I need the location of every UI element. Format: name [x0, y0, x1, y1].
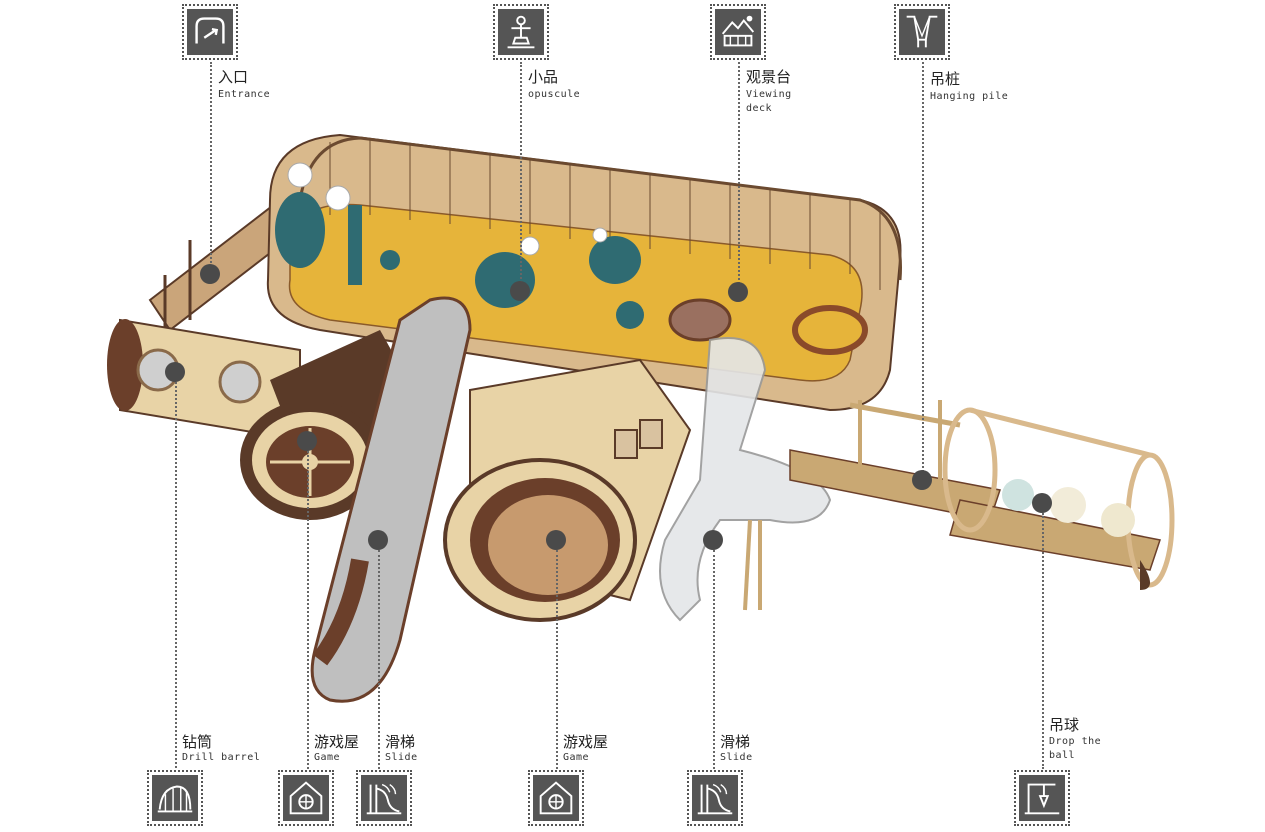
hanging-pile-marker	[912, 470, 932, 490]
drop-ball-label-cn: 吊球	[1049, 716, 1080, 734]
entrance-leader	[210, 62, 212, 274]
drill-barrel-label-cn: 钻筒	[182, 733, 213, 751]
game-house-icon	[533, 775, 579, 821]
hanging-pile-icon-box	[894, 4, 950, 60]
game-1-marker	[297, 431, 317, 451]
slide-2-marker	[703, 530, 723, 550]
slide-2-icon-box	[687, 770, 743, 826]
slide-shape-right	[659, 337, 832, 622]
opuscule-label-cn: 小品	[528, 68, 559, 86]
entrance-icon-box	[182, 4, 238, 60]
drill-barrel-label-en: Drill barrel	[182, 752, 261, 763]
viewing-deck-leader	[738, 62, 740, 292]
drill-barrel-shape	[107, 318, 301, 442]
slide-1-label-en: Slide	[385, 752, 418, 763]
game-2-label-en: Game	[563, 752, 590, 763]
viewing-deck-icon	[715, 9, 761, 55]
entrance-icon	[187, 9, 233, 55]
opuscule-sculptures	[275, 162, 644, 329]
opuscule-label-en: opuscule	[528, 89, 581, 100]
opuscule-icon-box	[493, 4, 549, 60]
hanging-pile-label-en: Hanging pile	[930, 91, 1009, 102]
game-1-label-cn: 游戏屋	[314, 733, 360, 751]
viewing-deck-marker	[728, 282, 748, 302]
slide-1-label-cn: 滑梯	[385, 733, 416, 751]
drop-ball-marker	[1032, 493, 1052, 513]
drill-barrel-leader	[175, 382, 177, 768]
opuscule-leader	[520, 62, 522, 290]
hanging-pile-label-cn: 吊桩	[930, 70, 961, 88]
slide-shape-left	[310, 296, 472, 703]
game-1-leader	[307, 451, 309, 769]
viewing-deck-label-en: Viewing deck	[746, 89, 792, 114]
slide-1-leader	[378, 550, 380, 769]
game-wheel-shape	[240, 330, 430, 520]
viewing-deck-icon-box	[710, 4, 766, 60]
hanging-pile-icon	[899, 9, 945, 55]
drill-barrel-icon	[152, 775, 198, 821]
slide-2-label-en: Slide	[720, 752, 753, 763]
sculpture-icon	[498, 9, 544, 55]
game-house-shape	[443, 358, 692, 622]
slide-icon	[692, 775, 738, 821]
game-house-icon	[283, 775, 329, 821]
drop-ball-icon-box	[1014, 770, 1070, 826]
slide-1-marker	[368, 530, 388, 550]
drop-ball-label-en: Drop the ball	[1049, 736, 1102, 761]
slide-1-icon-box	[356, 770, 412, 826]
game-2-marker	[546, 530, 566, 550]
opuscule-marker	[510, 281, 530, 301]
entrance-label-cn: 入口	[218, 68, 249, 86]
viewing-deck-label-cn: 观景台	[746, 68, 792, 86]
drill-barrel-marker	[165, 362, 185, 382]
hanging-pile-leader	[922, 62, 924, 480]
entrance-label-en: Entrance	[218, 89, 271, 100]
drop-ball-icon	[1019, 775, 1065, 821]
game-1-icon-box	[278, 770, 334, 826]
entrance-stairs	[148, 198, 302, 332]
slide-icon	[361, 775, 407, 821]
entrance-marker	[200, 264, 220, 284]
drill-barrel-icon-box	[147, 770, 203, 826]
game-1-label-en: Game	[314, 752, 341, 763]
game-2-leader	[556, 550, 558, 769]
slide-2-leader	[713, 550, 715, 769]
game-2-label-cn: 游戏屋	[563, 733, 609, 751]
slide-2-label-cn: 滑梯	[720, 733, 751, 751]
game-2-icon-box	[528, 770, 584, 826]
drop-ball-leader	[1042, 513, 1044, 769]
drop-ball-tunnel-shape	[942, 407, 1175, 590]
